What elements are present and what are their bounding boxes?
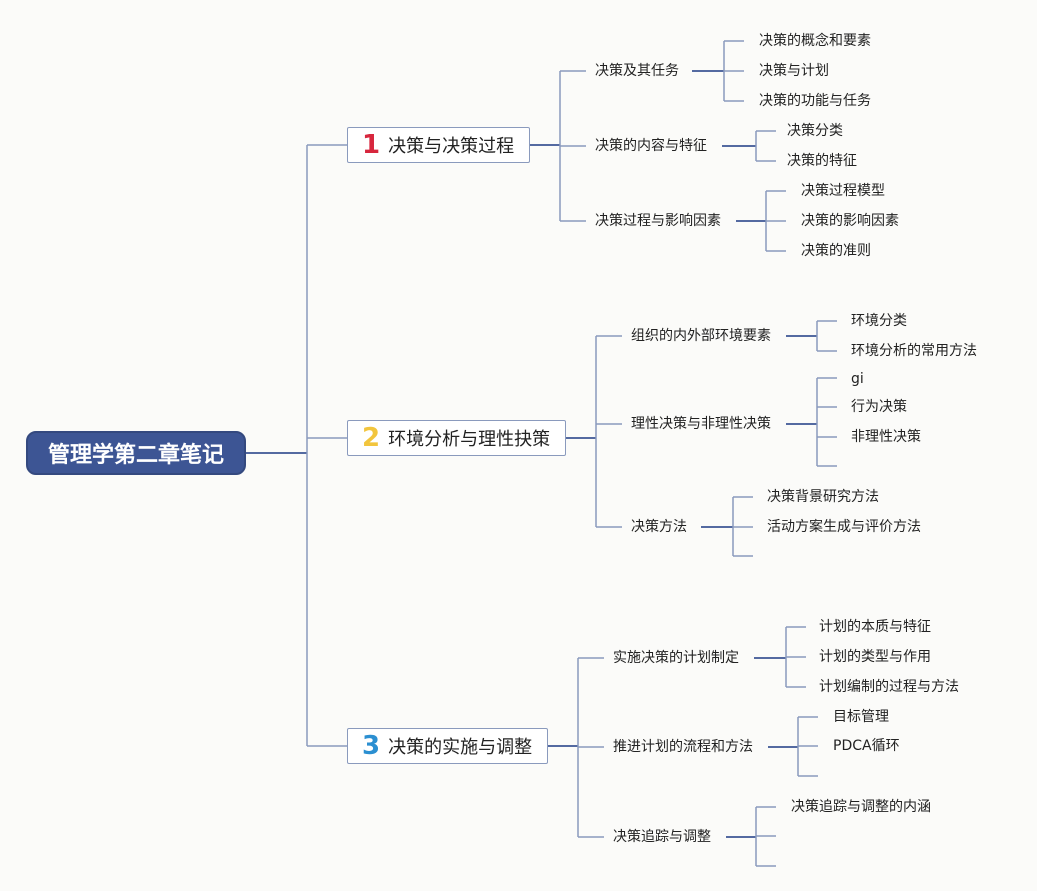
- leaf-1-3-3[interactable]: 决策的准则: [801, 243, 871, 259]
- leaf-1-2-1[interactable]: 决策分类: [787, 123, 843, 139]
- leaf-2-2-2[interactable]: 行为决策: [851, 399, 907, 415]
- leaf-2-2-1[interactable]: gi: [851, 371, 864, 387]
- leaf-2-3-1[interactable]: 决策背景研究方法: [767, 489, 879, 505]
- branch-label-1: 决策与决策过程: [388, 136, 515, 157]
- subtopic-2-1[interactable]: 组织的内外部环境要素: [631, 328, 771, 344]
- subtopic-1-1[interactable]: 决策及其任务: [595, 63, 679, 79]
- subtopic-2-3[interactable]: 决策方法: [631, 519, 687, 535]
- root-node[interactable]: 管理学第二章笔记: [26, 431, 246, 475]
- leaf-2-3-2[interactable]: 活动方案生成与评价方法: [767, 519, 921, 535]
- branch-number-2: 2: [362, 423, 381, 453]
- subtopic-2-2[interactable]: 理性决策与非理性决策: [631, 416, 771, 432]
- leaf-3-2-1[interactable]: 目标管理: [833, 709, 889, 725]
- leaf-2-2-3[interactable]: 非理性决策: [851, 429, 921, 445]
- leaf-1-1-1[interactable]: 决策的概念和要素: [759, 33, 871, 49]
- subtopic-3-1[interactable]: 实施决策的计划制定: [613, 650, 739, 666]
- subtopic-3-2[interactable]: 推进计划的流程和方法: [613, 739, 753, 755]
- branch-node-1[interactable]: 1 决策与决策过程: [347, 127, 530, 163]
- leaf-3-2-2[interactable]: PDCA循环: [833, 738, 900, 754]
- subtopic-3-3[interactable]: 决策追踪与调整: [613, 829, 711, 845]
- leaf-3-1-1[interactable]: 计划的本质与特征: [819, 619, 931, 635]
- leaf-3-3-1[interactable]: 决策追踪与调整的内涵: [791, 799, 931, 815]
- subtopic-1-3[interactable]: 决策过程与影响因素: [595, 213, 721, 229]
- leaf-2-1-1[interactable]: 环境分类: [851, 313, 907, 329]
- leaf-1-1-2[interactable]: 决策与计划: [759, 63, 829, 79]
- branch-label-3: 决策的实施与调整: [388, 737, 533, 758]
- subtopic-1-2[interactable]: 决策的内容与特征: [595, 138, 707, 154]
- leaf-1-2-2[interactable]: 决策的特征: [787, 153, 857, 169]
- leaf-2-1-2[interactable]: 环境分析的常用方法: [851, 343, 977, 359]
- branch-label-2: 环境分析与理性抉策: [388, 429, 551, 450]
- branch-number-3: 3: [362, 731, 381, 761]
- leaf-1-3-2[interactable]: 决策的影响因素: [801, 213, 899, 229]
- branch-node-2[interactable]: 2 环境分析与理性抉策: [347, 420, 566, 456]
- branch-number-1: 1: [362, 130, 381, 160]
- root-label: 管理学第二章笔记: [47, 443, 224, 468]
- leaf-1-1-3[interactable]: 决策的功能与任务: [759, 93, 871, 109]
- leaf-3-1-2[interactable]: 计划的类型与作用: [819, 649, 931, 665]
- branch-node-3[interactable]: 3 决策的实施与调整: [347, 728, 548, 764]
- leaf-1-3-1[interactable]: 决策过程模型: [801, 183, 885, 199]
- leaf-3-1-3[interactable]: 计划编制的过程与方法: [819, 679, 959, 695]
